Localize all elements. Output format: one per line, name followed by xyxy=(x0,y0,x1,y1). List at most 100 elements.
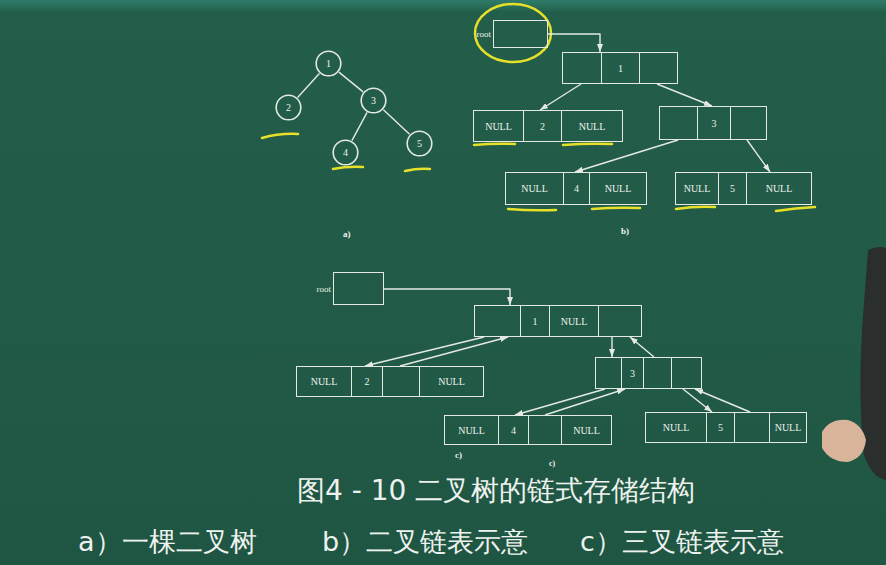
figure-caption: 图4 - 10 二叉树的链式存储结构 xyxy=(297,472,695,510)
pointer-arrow xyxy=(683,389,712,412)
node-field: 2 xyxy=(523,111,561,141)
node-field: NULL xyxy=(474,111,523,141)
node-field: NULL xyxy=(419,367,483,396)
underline xyxy=(592,208,640,209)
field-text: 5 xyxy=(718,422,723,433)
node-value: 3 xyxy=(371,95,376,106)
underline xyxy=(474,144,515,145)
node-field: 4 xyxy=(498,416,528,444)
field-text: 2 xyxy=(540,121,545,132)
field-text: 2 xyxy=(365,376,370,387)
node-field: NULL xyxy=(746,173,811,204)
tree-node-circle: 3 xyxy=(360,87,387,114)
node-value: 2 xyxy=(286,102,291,113)
node-value: 1 xyxy=(326,58,331,69)
tree-branch xyxy=(298,74,320,98)
tree-node-circle: 1 xyxy=(315,50,342,77)
underline xyxy=(262,134,298,138)
node-field xyxy=(671,358,701,388)
node-field xyxy=(382,367,419,396)
node-field xyxy=(598,306,641,336)
field-text: 1 xyxy=(618,63,623,74)
node-field xyxy=(563,53,601,83)
caption-item: a）一棵二叉树 xyxy=(78,524,257,560)
node-field: 5 xyxy=(718,173,746,204)
field-text: NULL xyxy=(605,183,632,194)
part-label: b) xyxy=(621,226,629,236)
node-field: NULL xyxy=(769,413,806,442)
field-text: NULL xyxy=(561,316,588,327)
underline xyxy=(776,207,815,211)
linked-list-node: NULL 2 NULL xyxy=(473,110,623,142)
field-text: NULL xyxy=(663,422,690,433)
node-field: NULL xyxy=(589,173,646,204)
node-field xyxy=(734,413,769,442)
linked-list-node: NULL4NULL xyxy=(505,172,647,205)
pointer-arrow xyxy=(548,34,600,52)
underline xyxy=(676,207,715,209)
pointer-arrow xyxy=(384,289,510,305)
field-text: 3 xyxy=(630,368,635,379)
pointer-arrow xyxy=(611,337,612,357)
caption-item: b）二叉链表示意 xyxy=(322,524,528,560)
node-field xyxy=(730,107,766,139)
field-text: NULL xyxy=(521,183,548,194)
node-field xyxy=(596,358,621,388)
linked-list-node: NULL 5 NULL xyxy=(675,172,812,205)
field-text: NULL xyxy=(485,121,512,132)
tree-node-circle: 2 xyxy=(275,94,302,121)
field-text: 3 xyxy=(712,118,717,129)
field-text: 5 xyxy=(730,183,735,194)
node-field: NULL xyxy=(506,173,563,204)
pointer-arrow xyxy=(365,337,484,366)
field-text: NULL xyxy=(573,425,600,436)
tree-branch xyxy=(383,110,409,135)
underline xyxy=(563,144,612,145)
node-field: NULL xyxy=(445,416,498,444)
linked-list-node: 3 xyxy=(659,106,767,140)
linked-list-node: 1 xyxy=(562,52,678,84)
node-field: NULL xyxy=(297,367,351,396)
field-text: 1 xyxy=(533,316,538,327)
linked-list-node: NULL 4 NULL xyxy=(444,415,612,445)
tree-node-circle: 5 xyxy=(406,130,433,157)
pointer-arrow xyxy=(630,337,654,357)
pointer-arrow xyxy=(575,140,678,172)
linked-list-node: 1 NULL xyxy=(474,305,642,337)
pointer-arrow xyxy=(545,389,625,415)
pointer-arrow xyxy=(695,389,750,412)
underline xyxy=(333,167,363,169)
node-field: 1 xyxy=(601,53,639,83)
node-field xyxy=(528,416,561,444)
node-field xyxy=(660,107,697,139)
node-field xyxy=(643,358,671,388)
underline xyxy=(508,209,556,210)
caption-item: c）三叉链表示意 xyxy=(580,524,784,560)
field-text: NULL xyxy=(438,376,465,387)
yellow-marks xyxy=(262,4,815,211)
node-field xyxy=(639,53,677,83)
node-field xyxy=(475,306,520,336)
node-field: NULL xyxy=(561,111,622,141)
field-text: NULL xyxy=(579,121,606,132)
node-value: 5 xyxy=(417,138,422,149)
field-text: 4 xyxy=(511,425,516,436)
field-text: NULL xyxy=(311,376,338,387)
field-text: NULL xyxy=(775,422,802,433)
linked-list-node: 3 xyxy=(595,357,702,389)
underline xyxy=(405,169,430,171)
node-field: NULL xyxy=(676,173,718,204)
node-field: NULL xyxy=(561,416,611,444)
node-field: NULL xyxy=(646,413,706,442)
node-field: 2 xyxy=(351,367,382,396)
pointer-arrow xyxy=(515,389,605,415)
pointer-arrow xyxy=(747,140,770,172)
pointer-arrow xyxy=(540,84,581,110)
node-value: 4 xyxy=(343,147,348,158)
pointer-name: root xyxy=(317,284,332,294)
linked-list-node: NULL 2 NULL xyxy=(296,366,484,397)
root-pointer-box: root xyxy=(333,272,384,305)
pointer-arrow xyxy=(657,84,712,106)
field-text: NULL xyxy=(766,183,793,194)
field-text: NULL xyxy=(684,183,711,194)
